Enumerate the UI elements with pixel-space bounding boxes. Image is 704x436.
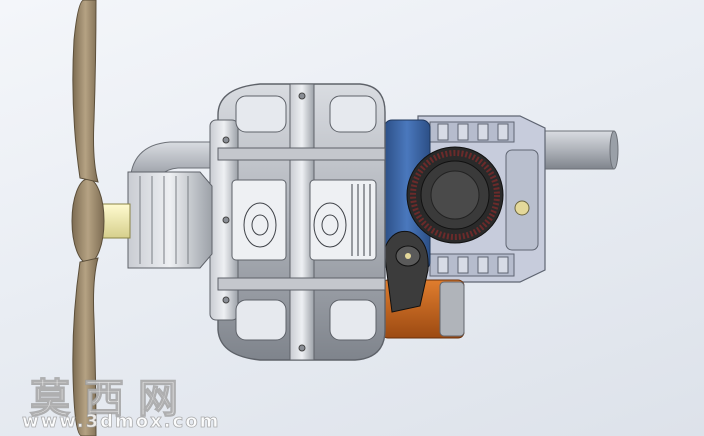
watermark-url: www.3dmox.com: [22, 411, 221, 433]
watermark-brand: 莫西网: [29, 375, 192, 422]
